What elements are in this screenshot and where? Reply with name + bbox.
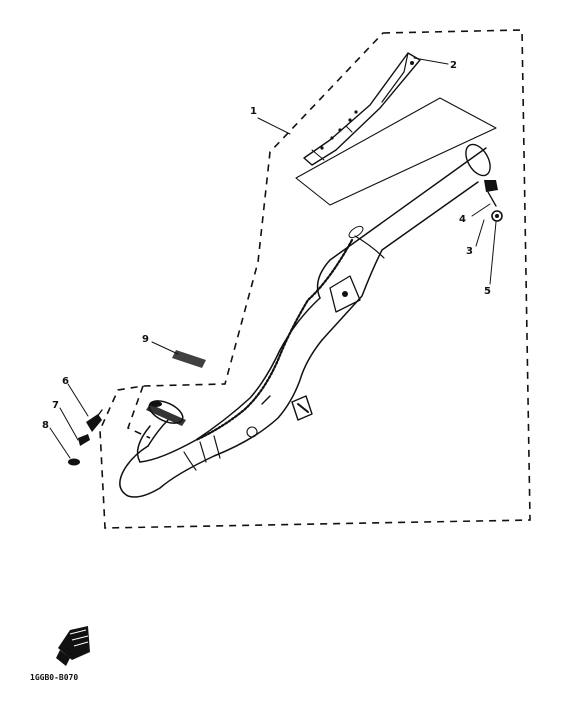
protector-plate-outline <box>295 97 497 206</box>
engine-block-icon <box>56 626 90 666</box>
muffler-assembly-part <box>119 143 491 498</box>
callout-2: 2 <box>450 60 457 71</box>
callout-9: 9 <box>142 334 149 345</box>
gasket-part <box>172 350 206 368</box>
mount-bolt-part <box>484 180 503 222</box>
leader-lines <box>49 57 497 459</box>
exhaust-flange-part <box>146 400 186 426</box>
callout-6: 6 <box>62 376 69 387</box>
callout-4: 4 <box>459 214 466 225</box>
callout-1: 1 <box>250 106 257 117</box>
stud-bolt-part <box>68 409 103 466</box>
callout-8: 8 <box>42 420 49 431</box>
figure-code: 1GGB0-B070 <box>30 673 78 682</box>
callout-3: 3 <box>466 246 473 257</box>
assembly-boundary <box>99 29 531 529</box>
callout-7: 7 <box>52 400 59 411</box>
heat-protector-part <box>303 52 421 166</box>
callout-5: 5 <box>484 286 491 297</box>
